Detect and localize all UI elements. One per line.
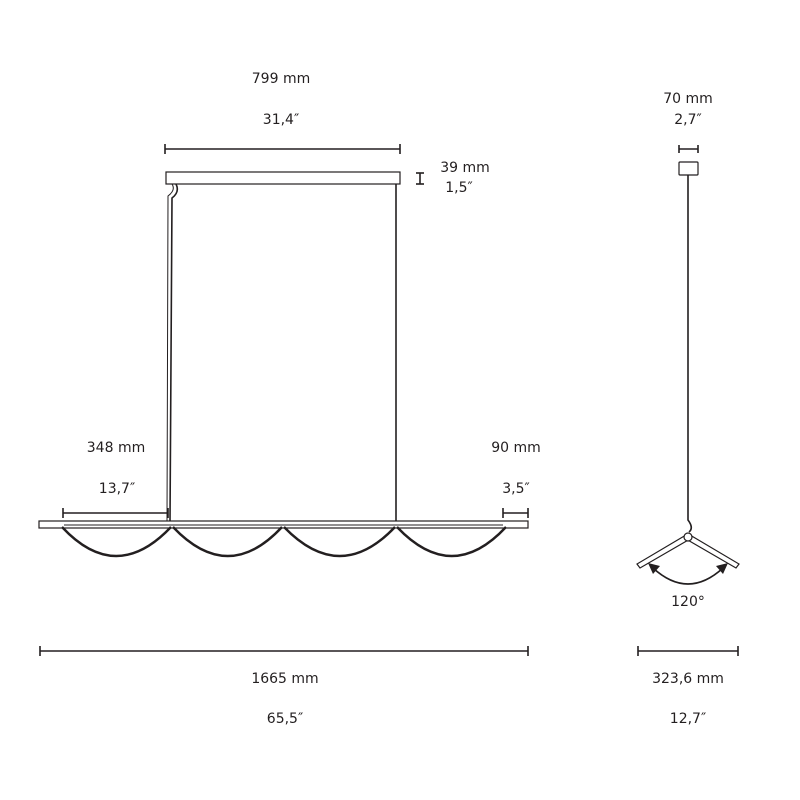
side-canopy-dimension: [678, 145, 699, 153]
shade-width-dimension: [62, 508, 169, 518]
canopy-height-inch: 1,5″: [445, 180, 473, 196]
total-length-dimension: [39, 646, 529, 656]
canopy-height-dimension: [416, 172, 424, 185]
canopy-width-inch: 31,4″: [263, 112, 299, 128]
shades: [61, 526, 507, 558]
side-total-width-inch: 12,7″: [670, 711, 706, 727]
shade-width-inch: 13,7″: [99, 481, 135, 497]
angle-label: 120°: [671, 594, 705, 610]
side-canopy-width-mm: 70 mm: [663, 91, 713, 107]
canopy-width-mm: 799 mm: [252, 71, 310, 87]
side-total-width-dimension: [637, 646, 739, 656]
side-arms: [636, 532, 740, 569]
side-view: 70 mm 2,7″ 120° 323,6 mm 12,7″: [636, 91, 740, 727]
end-offset-mm: 90 mm: [491, 440, 541, 456]
canopy-height-mm: 39 mm: [440, 160, 490, 176]
shade-width-mm: 348 mm: [87, 440, 145, 456]
canopy-width-dimension: [164, 144, 401, 154]
cable-left: [169, 183, 179, 523]
side-total-width-mm: 323,6 mm: [652, 671, 724, 687]
end-offset-dimension: [502, 508, 529, 518]
power-cord: [166, 183, 174, 523]
side-canopy-width-inch: 2,7″: [674, 112, 702, 128]
canopy: [165, 171, 401, 185]
total-length-inch: 65,5″: [267, 711, 303, 727]
total-length-mm: 1665 mm: [251, 671, 318, 687]
side-canopy: [678, 161, 699, 176]
angle-arrow: [648, 563, 728, 585]
end-offset-inch: 3,5″: [502, 481, 530, 497]
side-cable: [687, 175, 693, 533]
front-view: 799 mm 31,4″ 39 mm 1,5″ 348 mm 13,7″: [38, 71, 541, 727]
